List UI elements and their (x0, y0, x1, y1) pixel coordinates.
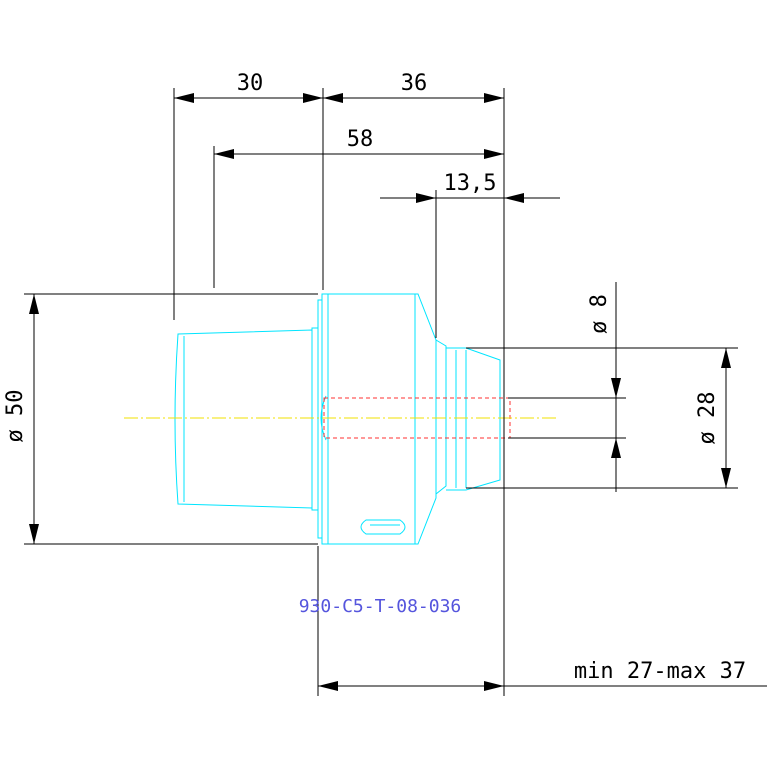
arrow-head (29, 524, 39, 544)
arrow-head (721, 348, 731, 368)
arrow-head (721, 468, 731, 488)
arrow-head (416, 193, 436, 203)
arrow-head (29, 294, 39, 314)
arrow-head (318, 681, 338, 691)
dim-36-label: 36 (401, 71, 428, 96)
arrow-head (484, 681, 504, 691)
dim-28-label: ø 28 (695, 392, 720, 445)
dim-8-label: ø 8 (587, 294, 612, 334)
arrow-head (174, 93, 194, 103)
dim-30-label: 30 (237, 71, 264, 96)
dim-range: min 27-max 37 (318, 659, 746, 691)
dim-58-label: 58 (347, 127, 374, 152)
dim-36: 36 (323, 71, 504, 103)
dim-13-5: 13,5 (380, 171, 560, 203)
dim-50: ø 50 (3, 294, 39, 544)
arrow-head (303, 93, 323, 103)
dim-13-5-label: 13,5 (444, 171, 497, 196)
arrow-head (504, 193, 524, 203)
arrow-head (484, 93, 504, 103)
dim-range-label: min 27-max 37 (574, 659, 746, 684)
dim-8: ø 8 (587, 294, 621, 458)
part-outline (174, 293, 501, 545)
dim-28: ø 28 (695, 348, 731, 488)
arrow-head (484, 149, 504, 159)
arrow-head (323, 93, 343, 103)
dim-50-label: ø 50 (3, 390, 28, 443)
arrow-head (611, 378, 621, 398)
arrow-head (214, 149, 234, 159)
dim-30: 30 (174, 71, 323, 103)
dim-58: 58 (214, 127, 504, 159)
arrow-head (611, 438, 621, 458)
part-code: 930-C5-T-08-036 (299, 596, 462, 617)
